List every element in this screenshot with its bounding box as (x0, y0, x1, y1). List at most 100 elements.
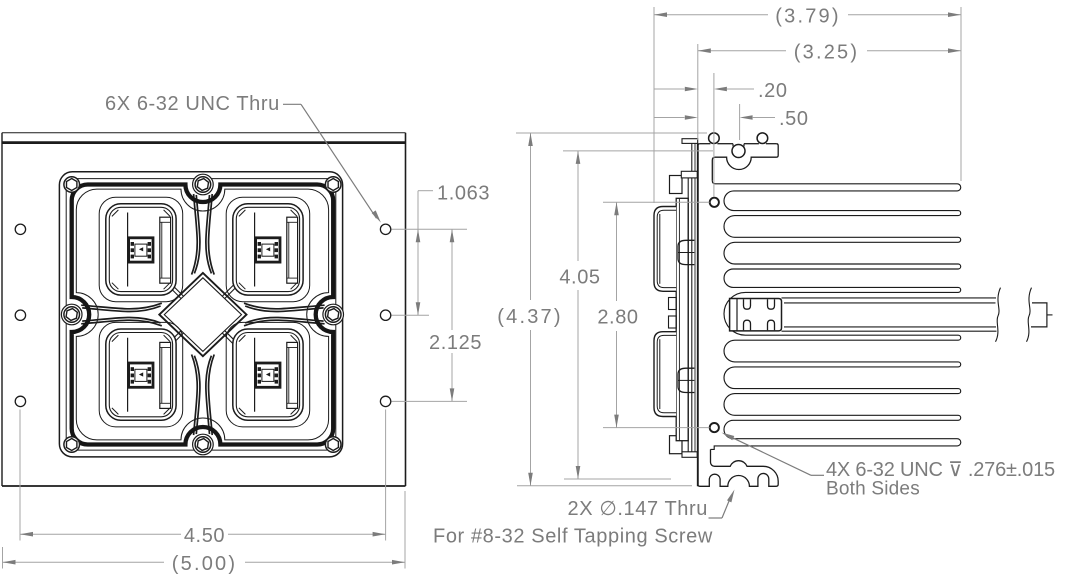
channel-wall (243, 302, 325, 310)
label-dim_hole_span: 4.50 (184, 525, 225, 547)
pcb-cap-top (680, 170, 698, 179)
channel-wall (81, 319, 163, 327)
screw-hex-socket (65, 437, 78, 452)
channel-wall (82, 305, 161, 313)
lens-pockets (98, 196, 311, 428)
leader (300, 103, 378, 219)
dim-arrow (739, 115, 753, 120)
screw-hex-socket (196, 437, 210, 452)
dim-arrow (721, 432, 735, 441)
label-dim_hole_offset: .20 (758, 80, 788, 102)
lens-module-1 (104, 202, 178, 297)
label-dim_overall_depth: (3.79) (775, 6, 840, 28)
center-diamond (157, 271, 248, 358)
dim-arrow (2, 559, 16, 565)
dim-arrow (528, 472, 533, 486)
diamond-outer (157, 271, 248, 358)
channel-wall (193, 194, 201, 274)
dim-arrow (415, 229, 421, 243)
heatsink-fins (710, 180, 962, 450)
label-dim_hs_depth: (3.25) (794, 42, 859, 64)
lens-pocket (98, 321, 184, 428)
mounting-hole (379, 223, 392, 236)
lens-pocket (225, 321, 311, 428)
connector-pin (766, 299, 776, 310)
lens-side-inner (656, 334, 677, 414)
dim-arrow (371, 210, 381, 223)
channel-wall (207, 193, 215, 275)
housing-latch (667, 296, 677, 311)
label-dim_overall_h: (4.37) (497, 306, 562, 328)
channel-wall (205, 355, 213, 435)
bezel-housing (675, 197, 689, 442)
channel-wall (190, 354, 199, 436)
channel-wall (244, 305, 324, 313)
callout-tapped-text2: Both Sides (826, 479, 920, 500)
dim-arrow (392, 559, 405, 565)
mounting-hole (379, 395, 392, 408)
channel-wall (193, 355, 201, 435)
dim-arrow (727, 489, 735, 503)
dim-arrow (449, 388, 455, 402)
dim-arrow (528, 133, 533, 146)
dim-arrow (415, 302, 421, 316)
lens-side-inner (656, 209, 677, 289)
dim-arrow (614, 414, 619, 428)
tapped-hole-bottom (708, 422, 720, 434)
label-dim_hole_spacing: 2.80 (597, 307, 638, 329)
break-line (1026, 287, 1033, 343)
gasket (69, 182, 336, 447)
dim-arrow (654, 12, 667, 17)
housing-latch (667, 315, 677, 329)
channel-wall (81, 302, 163, 310)
dim-arrow (614, 202, 619, 216)
bezel-tab-top (668, 174, 683, 195)
screw-hex-socket (196, 177, 210, 192)
dim-arrow (575, 466, 581, 479)
dim-arrow (372, 531, 386, 537)
cable (781, 287, 1053, 343)
callout-thru-text2: For #8-32 Self Tapping Screw (433, 526, 713, 548)
plate-holes (14, 223, 392, 408)
dim-arrow (684, 86, 698, 92)
dim-arrow (697, 48, 711, 53)
label-dim_overall_w: (5.00) (172, 553, 237, 575)
label-dim_chan_offset: .50 (779, 108, 809, 130)
label-dim_row1: 1.063 (437, 183, 490, 205)
callout-tapped-text: 4X 6-32 UNC ⊽ .276±.015 (826, 459, 1055, 481)
callout-holes-text: 6X 6-32 UNC Thru (105, 93, 280, 115)
dim-arrow (948, 48, 961, 53)
screw-hex-socket (327, 177, 340, 192)
connector (728, 297, 783, 332)
label-dim_channel_span: 4.05 (559, 267, 600, 289)
mounting-hole (14, 395, 27, 408)
mounting-hole (379, 309, 392, 322)
connector-pin (742, 299, 752, 310)
channel-wall (205, 194, 213, 274)
dim-arrow (575, 150, 581, 164)
lens-module-2 (231, 202, 305, 297)
screw-hex-socket (326, 307, 340, 322)
tapped-hole-top (708, 196, 720, 208)
leader (725, 433, 812, 476)
mounting-hole (14, 223, 27, 236)
gasket-inner-line (75, 188, 330, 441)
bezel-screws (60, 173, 345, 456)
mounting-plate (1, 132, 407, 487)
channel-wall (190, 193, 199, 275)
flange-boss-channel (756, 132, 769, 145)
connector-pin (742, 319, 752, 331)
break-line (995, 287, 1002, 343)
screw-side-head (677, 367, 695, 394)
dimensions: 1.063 2.125 4.50 (5.00) (3.79) (3.25) .2… (2, 6, 962, 575)
dim-arrow (684, 115, 698, 120)
lens-module-4 (231, 327, 305, 422)
dim-arrow (948, 12, 961, 17)
channel-wall (243, 319, 325, 327)
plate-cap-top (681, 138, 699, 144)
lens-module-3 (104, 327, 178, 422)
plate-cap-bottom (681, 451, 698, 458)
